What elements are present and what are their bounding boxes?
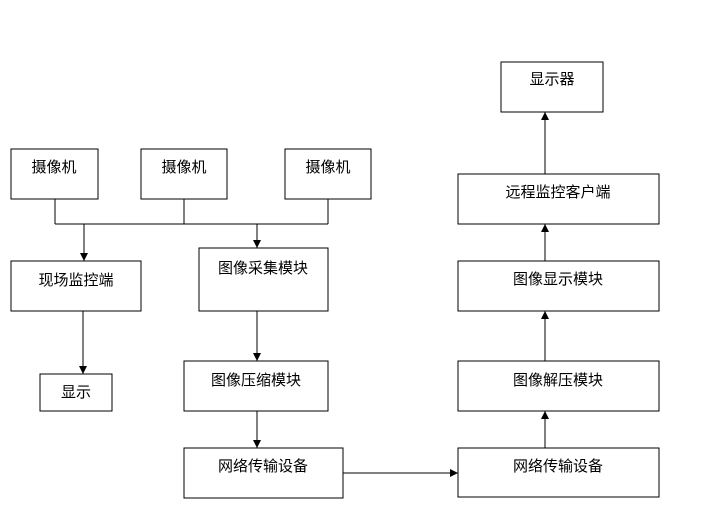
node-local-monitor: 现场监控端 xyxy=(10,260,142,312)
node-display-device-label: 显示器 xyxy=(529,70,574,88)
node-network-tx: 网络传输设备 xyxy=(183,447,344,499)
node-camera-2-label: 摄像机 xyxy=(161,158,206,176)
node-camera-3-label: 摄像机 xyxy=(305,158,350,176)
node-network-rx-label: 网络传输设备 xyxy=(513,457,603,475)
node-camera-1-label: 摄像机 xyxy=(31,158,76,176)
node-image-display: 图像显示模块 xyxy=(457,260,660,312)
node-local-display-label: 显示 xyxy=(61,383,91,401)
node-image-compress-label: 图像压缩模块 xyxy=(211,371,301,389)
node-remote-client: 远程监控客户端 xyxy=(457,173,660,225)
node-display-device: 显示器 xyxy=(500,61,604,113)
node-local-monitor-label: 现场监控端 xyxy=(38,271,113,289)
node-network-rx: 网络传输设备 xyxy=(457,447,660,498)
node-image-decompress-label: 图像解压模块 xyxy=(513,371,603,389)
node-image-display-label: 图像显示模块 xyxy=(513,270,603,288)
node-camera-3: 摄像机 xyxy=(284,148,372,200)
node-image-compress: 图像压缩模块 xyxy=(183,360,329,412)
connectors xyxy=(54,112,549,477)
node-remote-client-label: 远程监控客户端 xyxy=(505,183,610,201)
node-local-display: 显示 xyxy=(39,373,113,412)
node-camera-2: 摄像机 xyxy=(140,148,228,200)
node-image-capture: 图像采集模块 xyxy=(198,247,329,312)
node-network-tx-label: 网络传输设备 xyxy=(218,457,308,475)
node-camera-1: 摄像机 xyxy=(10,148,99,200)
node-image-decompress: 图像解压模块 xyxy=(457,360,660,412)
node-image-capture-label: 图像采集模块 xyxy=(218,259,308,277)
